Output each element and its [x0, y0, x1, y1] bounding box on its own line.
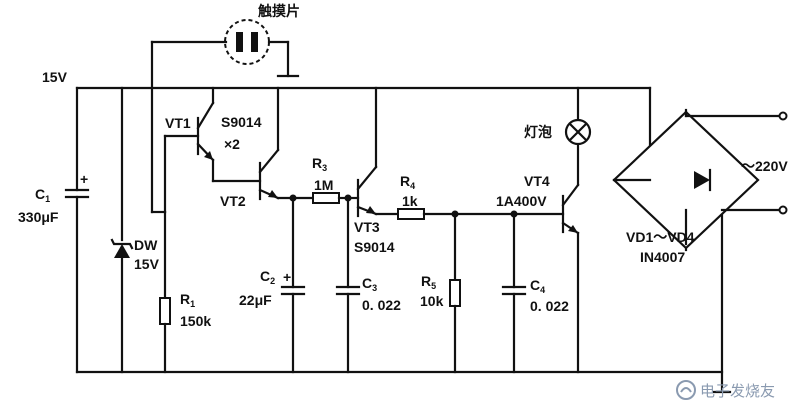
r3-label: R3: [312, 155, 327, 173]
svg-text:+: +: [80, 171, 88, 187]
c3-label: C3: [362, 275, 377, 293]
bridge-rectifier: [612, 108, 782, 252]
r4-value: 1k: [402, 193, 418, 209]
transistor-vt3: [346, 86, 378, 218]
r5-value: 10k: [420, 293, 444, 309]
vt4-rating: 1A400V: [496, 193, 547, 209]
resistor-r1: [150, 210, 171, 374]
c4-label: C4: [530, 277, 545, 295]
transistor-vt1: [163, 86, 215, 214]
c4-value: 0. 022: [530, 298, 569, 314]
bridge-label: VD1～VD4: [626, 229, 695, 245]
capacitor-c1: +: [64, 86, 90, 374]
watermark-text: 电子发烧友: [700, 382, 775, 400]
vt2-label: VT2: [220, 193, 246, 209]
bridge-part: IN4007: [640, 249, 685, 265]
r1-value: 150k: [180, 313, 211, 329]
resistor-r3: [312, 192, 352, 204]
capacitor-c3: [335, 196, 361, 374]
node-emitter-vt2: [276, 194, 315, 202]
dw-label: DW: [134, 237, 158, 253]
vt1-note: ×2: [224, 136, 240, 152]
c2-value: 22μF: [239, 292, 272, 308]
vt1-label: VT1: [165, 115, 191, 131]
touch-plate-label: 触摸片: [257, 3, 300, 20]
c1-value: 330μF: [18, 209, 59, 225]
supply-label: 15V: [42, 69, 68, 85]
vt3-label: VT3: [354, 219, 380, 235]
lamp-label: 灯泡: [524, 124, 552, 141]
ac-terminals: [778, 111, 788, 215]
r1-label: R1: [180, 291, 195, 309]
resistor-r4: [374, 208, 565, 220]
resistor-r5: [449, 212, 461, 374]
c2-label: C2: [260, 268, 275, 286]
vt1-part: S9014: [221, 114, 262, 130]
transistor-vt4: [561, 143, 580, 374]
svg-text:+: +: [283, 269, 291, 285]
watermark-logo: 电子发烧友: [676, 380, 775, 400]
c3-value: 0. 022: [362, 297, 401, 313]
touch-plate: [150, 19, 300, 214]
dw-value: 15V: [134, 256, 160, 272]
ac-voltage: ～220V: [741, 158, 788, 174]
r5-label: R5: [421, 273, 436, 291]
c1-label: C1: [35, 186, 50, 204]
positive-rail: [75, 86, 652, 182]
lamp: [564, 86, 592, 146]
zener-dw: [110, 86, 134, 374]
transistor-vt2: [211, 86, 280, 201]
r4-label: R4: [400, 173, 415, 191]
vt4-label: VT4: [524, 173, 550, 189]
capacitor-c4: [501, 212, 527, 374]
vt3-part: S9014: [354, 239, 395, 255]
ground-rail: [75, 208, 732, 394]
capacitor-c2: +: [280, 196, 306, 374]
r3-value: 1M: [314, 177, 333, 193]
